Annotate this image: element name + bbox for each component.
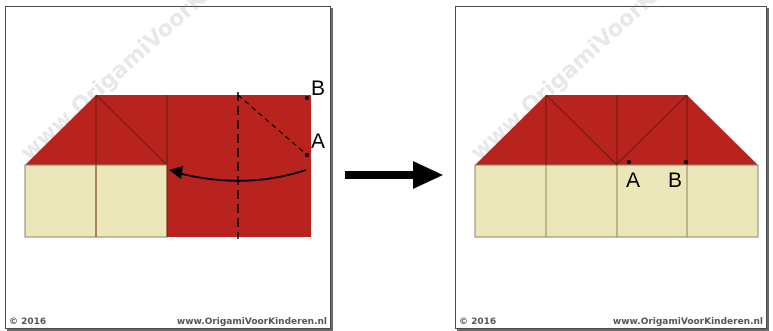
roof-left-triangle <box>25 95 96 165</box>
point-b-dot <box>305 96 309 100</box>
step-diagram-before: www.OrigamiVoorKinderen.nl B A © 2016 ww… <box>5 0 331 329</box>
folding-diagram-after: A B <box>474 94 759 238</box>
crease-line <box>95 94 168 166</box>
point-b-label: B <box>311 77 325 100</box>
point-b-dot <box>684 160 688 164</box>
folding-diagram-before: B A <box>24 77 325 239</box>
point-b-label: B <box>668 169 682 192</box>
point-a-dot <box>305 153 309 157</box>
copyright: © 2016 <box>459 317 497 327</box>
website-credit: www.OrigamiVoorKinderen.nl <box>612 317 763 327</box>
red-flap <box>167 165 311 237</box>
crease-line <box>615 94 688 166</box>
curved-arrow-icon <box>177 169 307 182</box>
point-a-dot <box>627 160 631 164</box>
right-arrow-icon <box>345 161 443 189</box>
copyright: © 2016 <box>9 317 47 327</box>
point-a-label: A <box>626 169 640 192</box>
roof-band <box>96 95 311 165</box>
diagonal-fold-line <box>237 94 308 156</box>
curved-arrow-head <box>169 166 183 179</box>
point-a-label: A <box>311 130 325 153</box>
crease-line <box>545 94 618 166</box>
website-credit: www.OrigamiVoorKinderen.nl <box>176 317 327 327</box>
step-diagram-after: www.OrigamiVoorKinderen.nl A B © 2016 ww… <box>455 0 767 329</box>
